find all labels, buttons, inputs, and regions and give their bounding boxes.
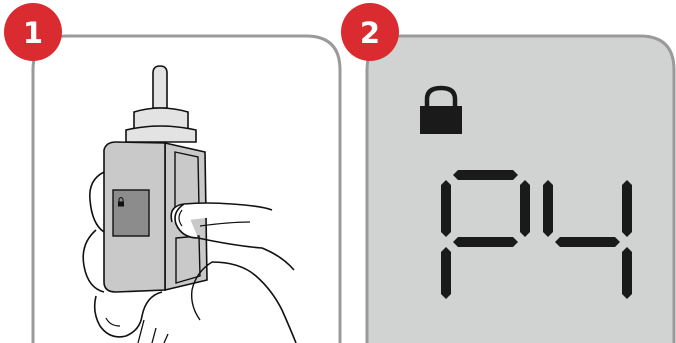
step-1-number: 1: [23, 16, 43, 50]
device-screen: [113, 190, 149, 236]
segment-b: [520, 180, 530, 237]
device-nozzle: [153, 66, 167, 108]
segment-g: [453, 237, 518, 247]
step-1-badge: 1: [4, 3, 62, 61]
segment-b: [622, 180, 632, 237]
step-2-badge: 2: [341, 3, 399, 61]
segment-a: [453, 170, 518, 180]
segment-g: [555, 237, 620, 247]
step-2-panel: P4 2: [341, 3, 674, 343]
step-2-number: 2: [360, 16, 380, 50]
segment-f: [543, 180, 553, 237]
segment-f: [441, 180, 451, 237]
step-1-panel: 1: [4, 3, 340, 343]
segment-c: [622, 247, 632, 299]
segment-e: [441, 247, 451, 299]
